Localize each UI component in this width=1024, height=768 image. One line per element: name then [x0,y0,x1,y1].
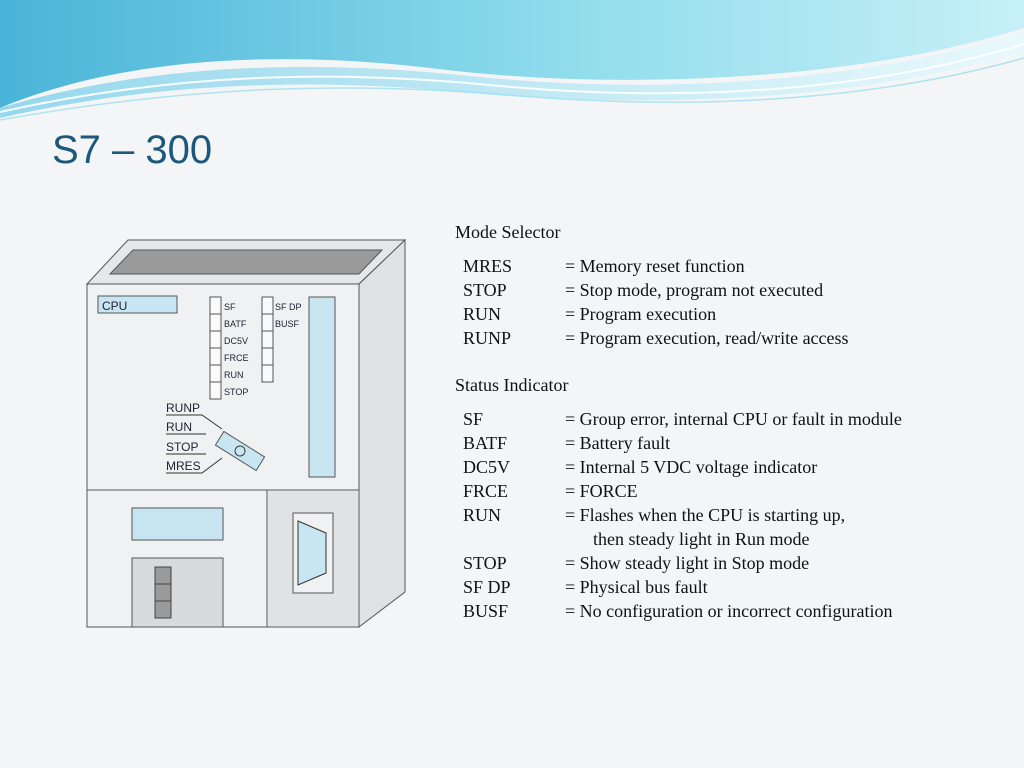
status-row-run-continued: then steady light in Run mode [463,529,1013,553]
mode-row-key: RUNP [463,328,512,348]
led-label-busf: BUSF [275,319,300,329]
mode-row-stop: STOP = Stop mode, program not executed [463,280,1013,304]
slide-title: S7 – 300 [52,128,213,172]
status-indicator-heading: Status Indicator [455,375,569,395]
mode-label-mres: MRES [166,459,201,473]
status-row-key: BUSF [463,601,509,621]
mode-row-mres: MRES = Memory reset function [463,256,1013,280]
status-row-sf: SF = Group error, internal CPU or fault … [463,409,1013,433]
led-label-frce: FRCE [224,353,249,363]
led-label-stop: STOP [224,387,248,397]
status-row-value: = Flashes when the CPU is starting up, [565,505,846,525]
mode-row-key: STOP [463,280,507,300]
dp-connector [297,520,327,586]
led-label-dc5v: DC5V [224,336,248,346]
plc-display-window [131,507,224,541]
mode-key-switch[interactable] [214,430,266,472]
led-column-left [209,296,222,400]
status-row-value: = Internal 5 VDC voltage indicator [565,457,818,477]
mode-row-key: MRES [463,256,513,276]
led-column-right [261,296,274,383]
status-row-value: = Show steady light in Stop mode [565,553,810,573]
status-row-value: = Physical bus fault [565,577,708,597]
plc-cpu-diagram: CPU SF BATF DC5V FRCE RUN STOP SF DP BUS… [85,238,407,629]
mode-row-value: = Program execution [565,304,717,324]
status-row-dc5v: DC5V = Internal 5 VDC voltage indicator [463,457,1013,481]
mode-row-runp: RUNP = Program execution, read/write acc… [463,328,1013,352]
mode-selector-heading: Mode Selector [455,222,561,242]
cpu-label: CPU [102,299,127,313]
status-row-key: SF [463,409,484,429]
mode-selector-leader-lines [166,414,223,474]
mode-row-key: RUN [463,304,502,324]
status-row-sf-dp: SF DP = Physical bus fault [463,577,1013,601]
status-row-value: = Battery fault [565,433,671,453]
cpu-label-box [97,295,178,314]
status-row-key: RUN [463,505,502,525]
status-row-key: STOP [463,553,507,573]
mode-label-runp: RUNP [166,401,200,415]
led-label-sf-dp: SF DP [275,302,302,312]
status-row-run: RUN = Flashes when the CPU is starting u… [463,505,1013,529]
status-row-key: SF DP [463,577,511,597]
plc-indicator-strip [308,296,336,478]
led-label-batf: BATF [224,319,247,329]
status-row-busf: BUSF = No configuration or incorrect con… [463,601,1013,625]
mode-label-stop: STOP [166,440,198,454]
status-row-value: = Group error, internal CPU or fault in … [565,409,902,429]
mode-row-value: = Program execution, read/write access [565,328,849,348]
mode-row-run: RUN = Program execution [463,304,1013,328]
status-row-batf: BATF = Battery fault [463,433,1013,457]
plc-side-face [358,238,406,629]
led-label-sf: SF [224,302,236,312]
mode-row-value: = Memory reset function [565,256,745,276]
status-row-frce: FRCE = FORCE [463,481,1013,505]
status-row-key: BATF [463,433,508,453]
memory-card-slot [131,557,224,628]
status-row-key: DC5V [463,457,511,477]
status-row-value: = No configuration or incorrect configur… [565,601,893,621]
status-row-value: then steady light in Run mode [593,529,810,549]
status-row-stop: STOP = Show steady light in Stop mode [463,553,1013,577]
header-wave-decoration [0,0,1024,121]
status-row-value: = FORCE [565,481,638,501]
mode-row-value: = Stop mode, program not executed [565,280,824,300]
status-row-key: FRCE [463,481,509,501]
mode-label-run: RUN [166,420,192,434]
plc-top-slot [108,249,384,275]
led-label-run: RUN [224,370,244,380]
